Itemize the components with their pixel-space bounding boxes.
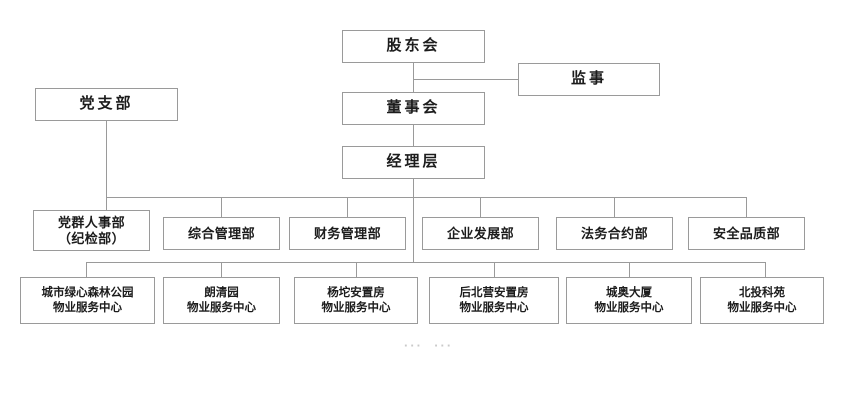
node-dept-finance[interactable]: 财务管理部 [289,217,406,250]
connector-department-bus [106,197,746,198]
node-sc-langqingyuan[interactable]: 朗清园 物业服务中心 [163,277,280,324]
node-sc-greenheart[interactable]: 城市绿心森林公园 物业服务中心 [20,277,155,324]
connector-stub-sc-beitou [765,262,766,277]
node-board[interactable]: 董事会 [342,92,485,125]
node-supervisor[interactable]: 监事 [518,63,660,96]
connector-stub-dept-legal [614,197,615,217]
connector-stub-sc-chengao [629,262,630,277]
connector-departments-to-centers [413,197,414,262]
connector-stub-sc-houbeiying [494,262,495,277]
node-party-branch[interactable]: 党支部 [35,88,178,121]
node-sc-chengao[interactable]: 城奥大厦 物业服务中心 [566,277,692,324]
connector-stub-sc-yangtuo [356,262,357,277]
node-sc-yangtuo[interactable]: 杨坨安置房 物业服务中心 [294,277,418,324]
continuation-ellipsis: ··· ··· [404,338,454,353]
connector-board-management [413,124,414,147]
connector-stub-sc-langqingyuan [221,262,222,277]
connector-shareholders-trunk [413,62,414,79]
connector-stub-dept-general [221,197,222,217]
node-management[interactable]: 经理层 [342,146,485,179]
connector-stub-dept-hr [106,197,107,210]
connector-stub-dept-development [480,197,481,217]
connector-shareholders-supervisor [413,79,518,80]
node-dept-hr[interactable]: 党群人事部 （纪检部） [33,210,150,251]
node-dept-general[interactable]: 综合管理部 [163,217,280,250]
node-dept-legal[interactable]: 法务合约部 [556,217,673,250]
node-sc-beitou[interactable]: 北投科苑 物业服务中心 [700,277,824,324]
connector-stub-dept-safety [746,197,747,217]
connector-stub-sc-greenheart [86,262,87,277]
connector-stub-dept-finance [347,197,348,217]
connector-trunk-board [413,79,414,92]
node-dept-development[interactable]: 企业发展部 [422,217,539,250]
connector-party-branch-bus [106,120,107,198]
node-sc-houbeiying[interactable]: 后北营安置房 物业服务中心 [429,277,559,324]
node-dept-safety[interactable]: 安全品质部 [688,217,805,250]
connector-service-center-bus [86,262,765,263]
connector-management-bus [413,178,414,198]
node-shareholders[interactable]: 股东会 [342,30,485,63]
